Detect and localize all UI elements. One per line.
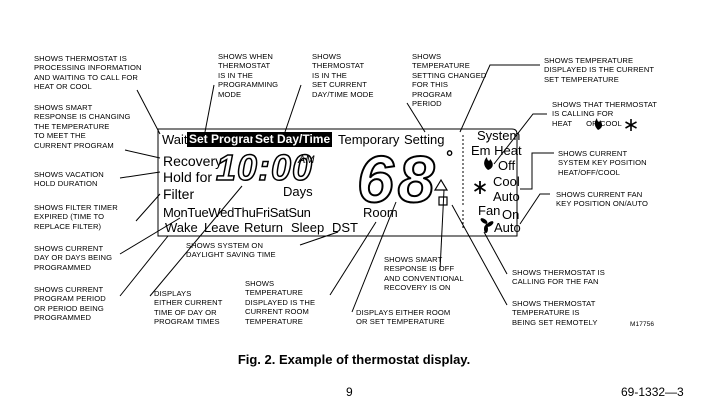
leader-current-set <box>459 64 540 133</box>
set-program-indicator: Set Program <box>187 132 263 147</box>
leader-smart-off <box>439 189 445 271</box>
period-return: Return <box>244 220 284 235</box>
auto-indicator: Auto <box>493 189 520 204</box>
square-icon <box>438 196 448 206</box>
leader-remote <box>451 204 508 306</box>
leader-filter <box>135 193 161 222</box>
leader-programming <box>204 84 215 133</box>
leader-processing <box>136 89 161 135</box>
leader-smart-response <box>124 149 161 159</box>
wait-indicator: Wait <box>162 132 188 147</box>
am-indicator: AM <box>298 154 315 166</box>
figure-caption: Fig. 2. Example of thermostat display. <box>237 352 471 367</box>
flame-icon-caption <box>594 118 603 130</box>
triangle-icon <box>433 178 449 191</box>
fan-icon <box>480 218 494 233</box>
room-indicator: Room <box>363 205 398 220</box>
leader-setting-changed <box>406 102 426 133</box>
recovery-indicator: Recovery <box>163 153 223 169</box>
period-wake: Wake <box>165 220 198 235</box>
setting-indicator: Setting <box>404 132 445 147</box>
dst-indicator: DST <box>332 220 358 235</box>
days-indicator: Days <box>283 184 313 199</box>
snowflake-icon <box>474 181 486 194</box>
snowflake-icon-caption <box>625 119 637 131</box>
filter-indicator: Filter <box>163 186 195 202</box>
leader-room-temp <box>329 221 377 296</box>
hold-for-indicator: Hold for <box>163 169 213 185</box>
leader-vacation <box>119 171 161 179</box>
leader-displays-time <box>149 185 243 297</box>
leader-calling-fan <box>483 231 508 275</box>
period-sleep: Sleep <box>291 220 325 235</box>
fan-label: Fan <box>478 203 501 218</box>
fan-auto-indicator: Auto <box>494 220 521 235</box>
leader-system-key <box>520 152 554 190</box>
days-of-week-indicator: MonTueWedThuFriSatSun <box>163 205 311 220</box>
degree-symbol: ° <box>446 147 454 167</box>
leader-room-or-set <box>351 201 397 313</box>
cool-indicator: Cool <box>493 174 520 189</box>
leader-dst <box>299 231 339 246</box>
em-heat-indicator: Em Heat <box>471 143 522 158</box>
leader-calling-heat <box>493 113 547 165</box>
page-number: 9 <box>346 385 353 399</box>
period-leave: Leave <box>204 220 240 235</box>
document-number: 69-1332—3 <box>621 385 684 399</box>
set-day-time-indicator: Set Day/Time <box>253 132 333 147</box>
leader-set-day-time <box>284 84 302 133</box>
leader-period <box>119 235 169 297</box>
flame-icon <box>484 157 493 170</box>
model-code: M17756 <box>630 321 655 328</box>
temperature-display: 68 <box>356 142 439 216</box>
fan-on-indicator: On <box>502 207 520 222</box>
temporary-indicator: Temporary <box>338 132 400 147</box>
off-indicator: Off <box>498 158 516 173</box>
time-display: 10:00 <box>215 147 314 188</box>
leader-fan-key <box>519 193 550 225</box>
leader-day <box>119 217 181 255</box>
display-outline <box>157 128 518 237</box>
system-label: System <box>477 128 521 143</box>
